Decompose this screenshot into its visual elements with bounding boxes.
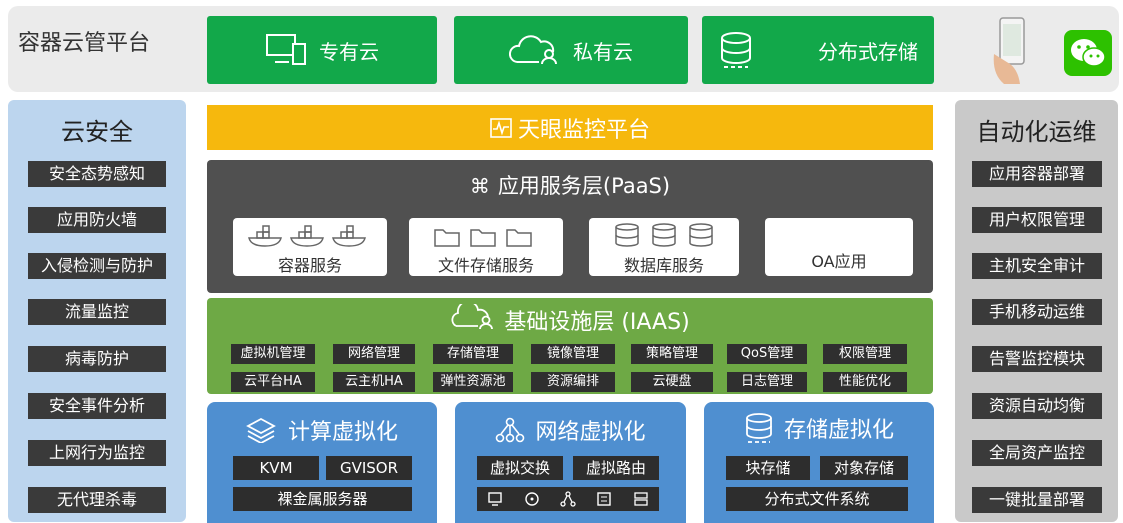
cloud-user-icon — [450, 300, 498, 336]
file-storage-card[interactable]: 文件存储服务 — [409, 218, 563, 276]
network-tag[interactable]: 虚拟路由 — [573, 456, 659, 480]
iaas-tag[interactable]: 云硬盘 — [631, 372, 713, 392]
router-icon — [524, 492, 539, 506]
paas-grid-icon: ⌘ — [469, 174, 490, 198]
paas-layer: ⌘ 应用服务层(PaaS) 容器服务 文件存储服务 数据库服务 — [207, 160, 933, 293]
server-icon — [634, 492, 648, 506]
private-cloud-label: 私有云 — [573, 39, 633, 64]
panel-icon — [597, 492, 612, 506]
ops-item[interactable]: 一键批量部署 — [972, 487, 1102, 513]
database-service-card[interactable]: 数据库服务 — [589, 218, 739, 276]
mobile-phone-icon — [990, 14, 1030, 86]
tianyan-monitor-bar[interactable]: 天眼监控平台 — [207, 105, 933, 150]
ops-item[interactable]: 告警监控模块 — [972, 346, 1102, 372]
topology-icon — [560, 491, 576, 507]
iaas-tag[interactable]: 性能优化 — [823, 372, 907, 392]
container-service-label: 容器服务 — [277, 256, 342, 275]
security-item[interactable]: 无代理杀毒 — [28, 487, 166, 513]
security-item[interactable]: 安全事件分析 — [28, 393, 166, 419]
docker-icon — [248, 225, 366, 247]
compute-tag[interactable]: KVM — [233, 456, 319, 480]
compute-virt-title: 计算虚拟化 — [287, 420, 398, 445]
oa-app-label: OA应用 — [811, 252, 867, 271]
distributed-storage-box[interactable]: 分布式存储 — [702, 16, 934, 84]
distributed-storage-label: 分布式存储 — [818, 39, 918, 64]
db-stack-icon — [615, 223, 713, 247]
iaas-tag[interactable]: 资源编排 — [531, 372, 615, 392]
storage-virt-title: 存储虚拟化 — [783, 418, 894, 443]
folder-icon — [434, 229, 532, 247]
iaas-title-wrap: 基础设施层 (IAAS) — [207, 300, 933, 336]
layers-icon — [246, 417, 276, 443]
network-tag[interactable]: 虚拟交换 — [477, 456, 563, 480]
network-virt-title-wrap: 网络虚拟化 — [455, 414, 686, 446]
iaas-tag[interactable]: QoS管理 — [727, 344, 807, 364]
paas-title-wrap: ⌘ 应用服务层(PaaS) — [207, 170, 933, 200]
container-service-card[interactable]: 容器服务 — [233, 218, 387, 276]
platform-title: 容器云管平台 — [18, 31, 151, 56]
compute-tag[interactable]: 裸金属服务器 — [233, 487, 412, 511]
file-storage-label: 文件存储服务 — [437, 256, 534, 275]
security-item[interactable]: 病毒防护 — [28, 346, 166, 372]
database-icon — [721, 32, 751, 68]
iaas-tag[interactable]: 镜像管理 — [531, 344, 615, 364]
security-item[interactable]: 流量监控 — [28, 299, 166, 325]
ops-item[interactable]: 应用容器部署 — [972, 161, 1102, 187]
iaas-tag[interactable]: 存储管理 — [433, 344, 513, 364]
ops-item[interactable]: 全局资产监控 — [972, 440, 1102, 466]
ops-item[interactable]: 用户权限管理 — [972, 207, 1102, 233]
security-item[interactable]: 入侵检测与防护 — [28, 253, 166, 279]
cloud-user-icon — [509, 35, 557, 65]
security-item[interactable]: 应用防火墙 — [28, 207, 166, 233]
iaas-tag[interactable]: 日志管理 — [727, 372, 807, 392]
storage-tag[interactable]: 块存储 — [726, 456, 810, 480]
dedicated-cloud-box[interactable]: 专有云 — [207, 16, 437, 84]
pulse-monitor-icon — [490, 117, 512, 138]
ops-item[interactable]: 主机安全审计 — [972, 253, 1102, 279]
iaas-tag[interactable]: 网络管理 — [333, 344, 415, 364]
iaas-title: 基础设施层 (IAAS) — [504, 310, 690, 335]
paas-title: 应用服务层(PaaS) — [497, 174, 671, 198]
ops-item[interactable]: 手机移动运维 — [972, 299, 1102, 325]
security-item[interactable]: 安全态势感知 — [28, 161, 166, 187]
storage-tag[interactable]: 对象存储 — [820, 456, 908, 480]
private-cloud-box[interactable]: 私有云 — [454, 16, 688, 84]
monitor-label: 天眼监控平台 — [517, 117, 650, 143]
network-device-icons — [477, 487, 659, 511]
compute-tag[interactable]: GVISOR — [326, 456, 412, 480]
iaas-tag[interactable]: 弹性资源池 — [433, 372, 513, 392]
iaas-tag[interactable]: 权限管理 — [823, 344, 907, 364]
storage-tag[interactable]: 分布式文件系统 — [726, 487, 908, 511]
iaas-tag[interactable]: 策略管理 — [631, 344, 713, 364]
network-topology-icon — [496, 417, 525, 443]
security-item[interactable]: 上网行为监控 — [28, 440, 166, 466]
wechat-icon — [1064, 30, 1112, 76]
monitor-phone-icon — [266, 34, 306, 65]
screen-icon — [488, 492, 502, 506]
cloud-security-title: 云安全 — [61, 118, 133, 146]
iaas-tag[interactable]: 云主机HA — [333, 372, 415, 392]
ops-item[interactable]: 资源自动均衡 — [972, 393, 1102, 419]
dedicated-cloud-label: 专有云 — [319, 39, 379, 64]
iaas-tag[interactable]: 云平台HA — [231, 372, 315, 392]
auto-ops-title: 自动化运维 — [976, 118, 1097, 146]
storage-db-icon — [746, 413, 772, 443]
compute-virt-title-wrap: 计算虚拟化 — [207, 414, 437, 446]
oa-app-card[interactable]: OA应用 — [765, 218, 913, 276]
network-virt-title: 网络虚拟化 — [535, 420, 646, 445]
storage-virt-title-wrap: 存储虚拟化 — [704, 412, 934, 444]
iaas-tag[interactable]: 虚拟机管理 — [231, 344, 315, 364]
database-service-label: 数据库服务 — [623, 256, 704, 275]
